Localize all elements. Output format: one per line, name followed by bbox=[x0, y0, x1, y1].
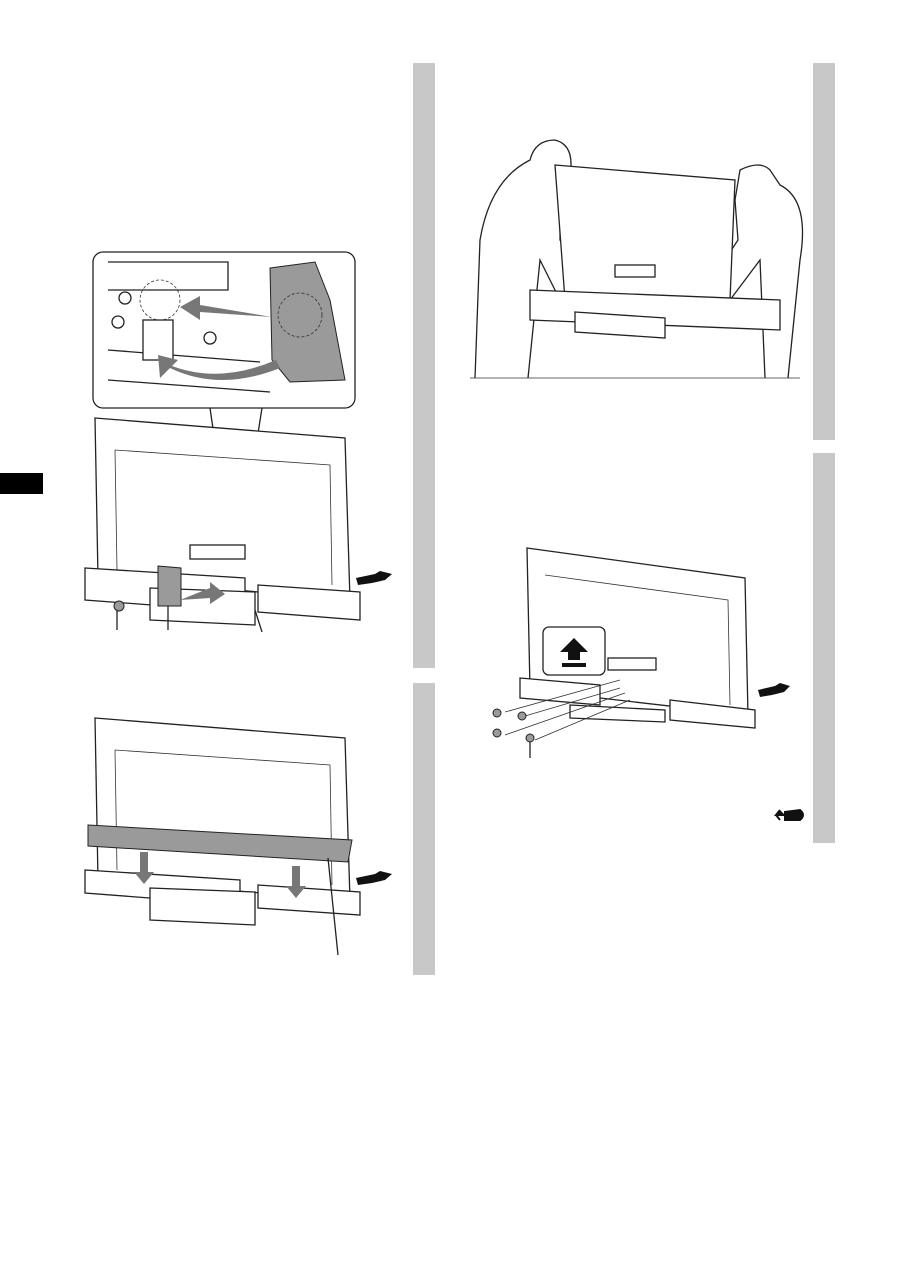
step-side-bar bbox=[413, 683, 435, 975]
step-side-bar bbox=[813, 63, 835, 440]
section-tab bbox=[0, 473, 43, 494]
step-side-bar bbox=[413, 63, 435, 668]
step-side-bar bbox=[813, 453, 835, 843]
